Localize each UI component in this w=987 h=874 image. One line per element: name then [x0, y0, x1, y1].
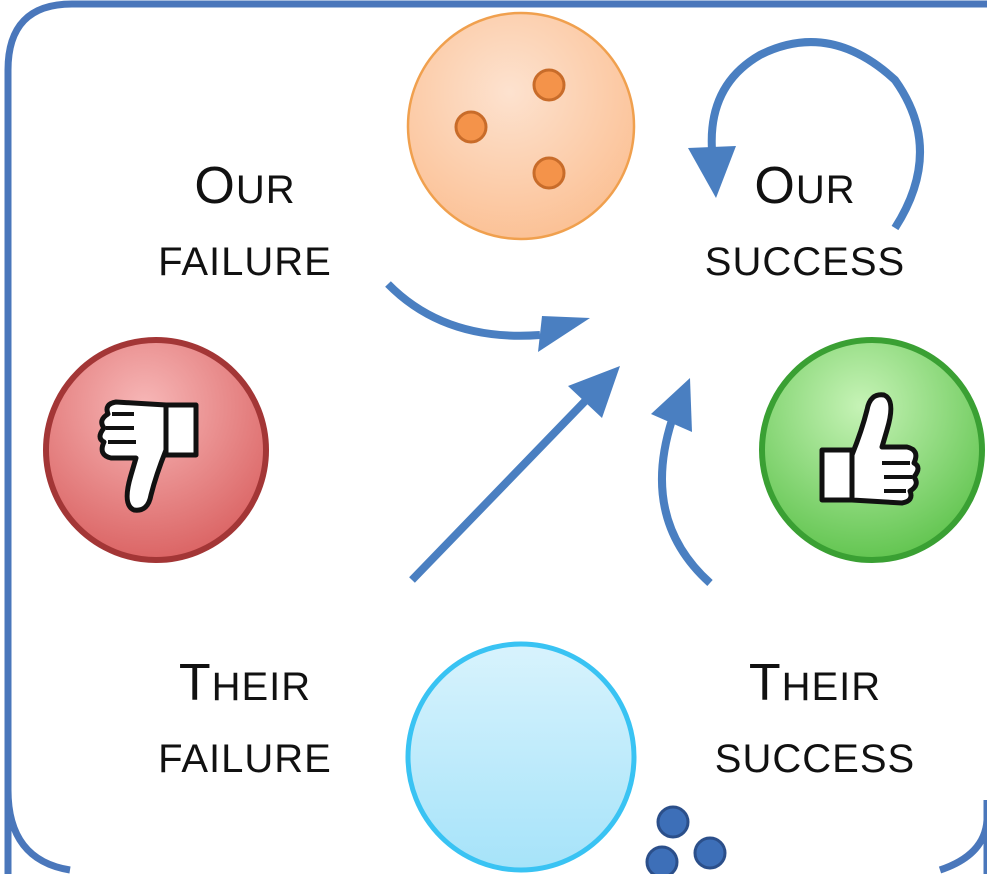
label-their-failure-line2: FAILURE [158, 737, 332, 781]
label-their-failure-rest: HEIR [211, 665, 312, 709]
label-our-success-line2: SUCCESS [704, 240, 906, 284]
diagram-frame [4, 0, 987, 874]
label-their-success-line2: SUCCESS [714, 737, 916, 781]
label-their-success-cap: T [748, 654, 782, 712]
arrow-our-success-self-loop [688, 38, 924, 231]
arrow-their-failure-to-our-success [409, 366, 620, 583]
label-our-failure-rest: UR [235, 168, 296, 212]
blue-team-circle-icon [405, 641, 727, 874]
label-our-success-rest: UR [795, 168, 856, 212]
label-their-failure: THEIR FAILURE [140, 657, 350, 779]
label-their-success-rest: HEIR [781, 665, 882, 709]
label-our-failure-cap: O [194, 157, 236, 215]
thumbs-down-icon [43, 337, 269, 563]
label-their-failure-cap: T [178, 654, 212, 712]
diagram-frame-bottom [4, 789, 987, 874]
thumbs-up-icon [759, 337, 985, 563]
arrow-our-failure-to-our-success [385, 281, 590, 352]
label-our-success-cap: O [754, 157, 796, 215]
label-our-success: OUR SUCCESS [690, 160, 920, 282]
label-their-success: THEIR SUCCESS [700, 657, 930, 779]
arrow-their-success-to-our-success [651, 378, 713, 586]
label-our-failure-line2: FAILURE [158, 240, 332, 284]
label-our-failure: OUR FAILURE [140, 160, 350, 282]
orange-team-circle-icon [406, 11, 636, 241]
